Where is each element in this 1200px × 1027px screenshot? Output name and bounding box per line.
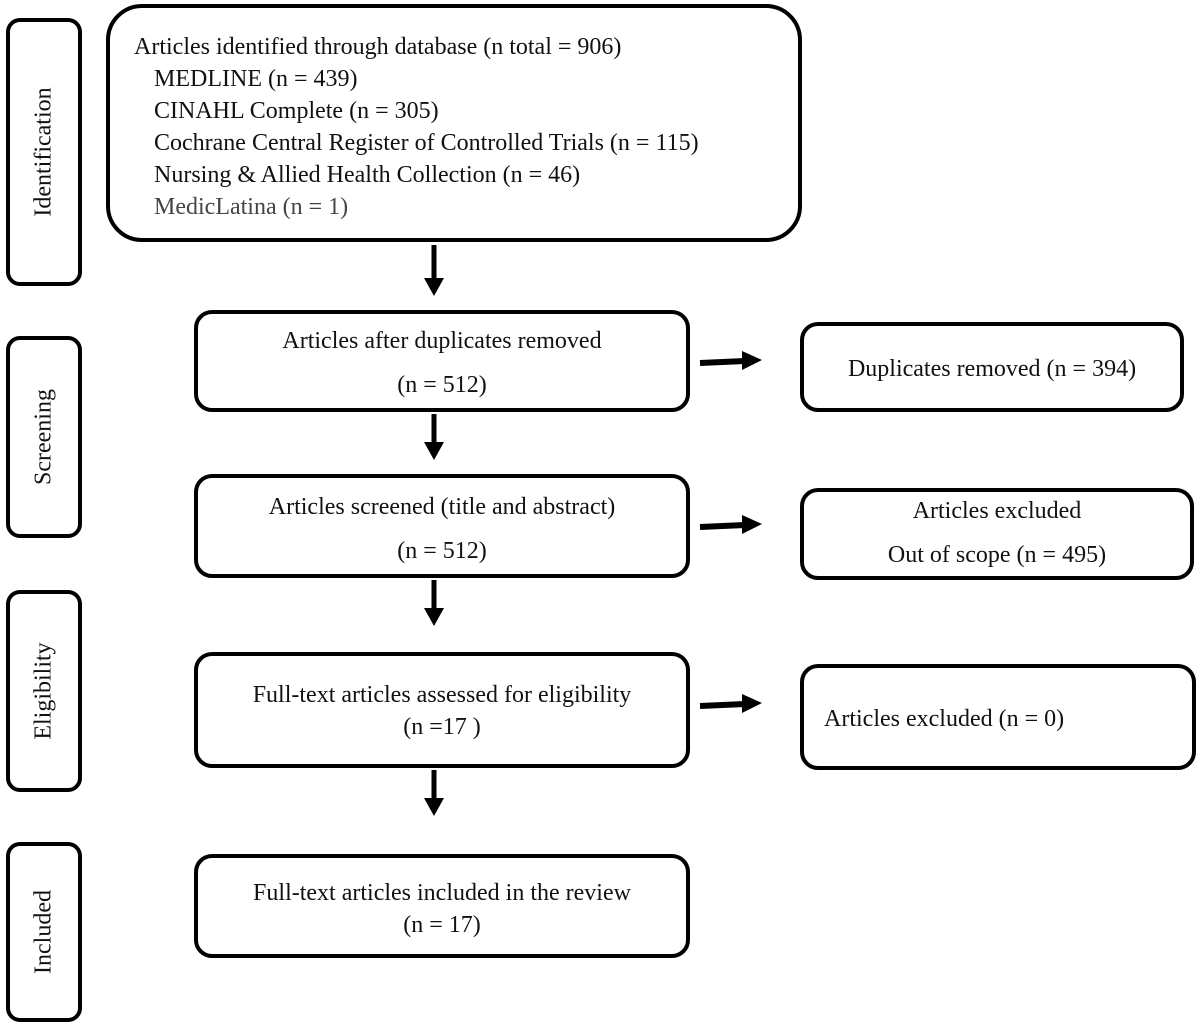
- source-medline: MEDLINE (n = 439): [154, 66, 358, 92]
- fulltext-assessed-box: Full-text articles assessed for eligibil…: [194, 652, 690, 768]
- source-cinahl: CINAHL Complete (n = 305): [154, 98, 439, 124]
- duplicates-removed-label: Duplicates removed (n = 394): [847, 356, 1137, 382]
- source-nursing: Nursing & Allied Health Collection (n = …: [154, 162, 581, 188]
- arrow-right-1: [699, 351, 762, 370]
- excluded-scope-box: Articles excluded Out of scope (n = 495): [800, 488, 1194, 580]
- screened-count: (n = 512): [397, 538, 487, 564]
- arrow-down-1: [424, 245, 444, 296]
- excluded-scope-label: Articles excluded: [912, 498, 1082, 524]
- identification-title: Articles identified through database (n …: [134, 34, 622, 60]
- fulltext-assessed-label: Full-text articles assessed for eligibil…: [252, 682, 632, 708]
- fulltext-assessed-count: (n =17 ): [403, 714, 481, 740]
- included-review-count: (n = 17): [403, 912, 481, 938]
- after-duplicates-box: Articles after duplicates removed (n = 5…: [194, 310, 690, 412]
- arrow-down-4: [424, 770, 444, 816]
- source-cochrane: Cochrane Central Register of Controlled …: [154, 130, 699, 156]
- stage-identification: Identification: [6, 18, 82, 286]
- source-mediclatina: MedicLatina (n = 1): [154, 194, 349, 220]
- included-review-label: Full-text articles included in the revie…: [253, 880, 631, 906]
- excluded-eligibility-box: Articles excluded (n = 0): [800, 664, 1196, 770]
- after-duplicates-label: Articles after duplicates removed: [282, 328, 602, 354]
- identification-box: Articles identified through database (n …: [106, 4, 802, 242]
- excluded-eligibility-label: Articles excluded (n = 0): [824, 706, 1065, 732]
- arrow-right-2: [699, 515, 762, 534]
- excluded-scope-reason: Out of scope (n = 495): [887, 542, 1107, 568]
- arrow-right-3: [699, 694, 762, 713]
- stage-screening: Screening: [6, 336, 82, 538]
- screened-box: Articles screened (title and abstract) (…: [194, 474, 690, 578]
- included-review-box: Full-text articles included in the revie…: [194, 854, 690, 958]
- arrow-down-2: [424, 414, 444, 460]
- arrow-down-3: [424, 580, 444, 626]
- after-duplicates-count: (n = 512): [397, 372, 487, 398]
- duplicates-removed-box: Duplicates removed (n = 394): [800, 322, 1184, 412]
- screened-label: Articles screened (title and abstract): [268, 494, 616, 520]
- stage-eligibility: Eligibility: [6, 590, 82, 792]
- stage-included: Included: [6, 842, 82, 1022]
